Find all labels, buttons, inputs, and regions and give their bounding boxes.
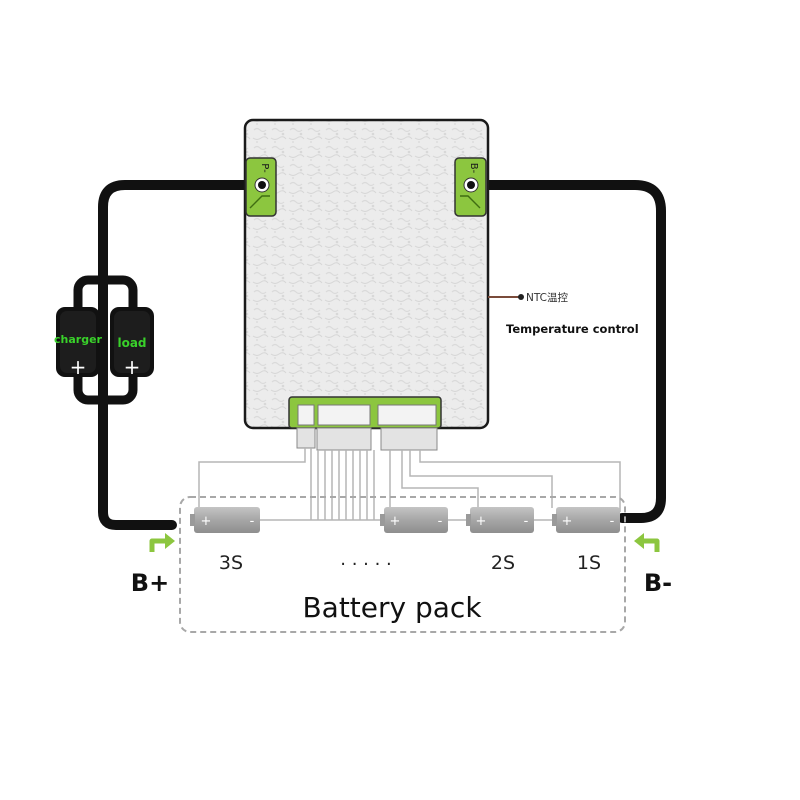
b-plus-arrowhead-icon <box>165 533 175 549</box>
bms-board <box>243 118 524 451</box>
charger-device: charger + <box>54 307 103 379</box>
battery-pack-outline <box>179 496 626 633</box>
b-minus-wire <box>470 180 666 523</box>
cell-3s <box>190 507 260 533</box>
charger-label: charger <box>54 333 103 346</box>
cell-3s-minus: - <box>250 514 255 529</box>
p-minus-wire <box>98 180 263 530</box>
cell-label-3s: 3S <box>219 552 243 574</box>
cell-a <box>380 507 448 533</box>
balance-connector <box>288 396 442 429</box>
b-plus-arrow-icon <box>149 538 168 552</box>
cell-1s-plus: + <box>562 514 573 529</box>
cell-a-plus: + <box>390 514 401 529</box>
cell-2s-minus: - <box>524 514 529 529</box>
b-minus-arrowhead-icon <box>634 533 644 549</box>
cell-2s-plus: + <box>476 514 487 529</box>
temperature-control-caption: Temperature control <box>506 322 639 336</box>
p-minus-label: P- <box>259 163 270 173</box>
cell-label-1s: 1S <box>577 552 601 574</box>
cell-1s-minus: - <box>610 514 615 529</box>
cell-a-minus: - <box>438 514 443 529</box>
b-minus-pad-label: B- <box>468 163 479 174</box>
charger-plus: + <box>70 355 87 379</box>
cell-ellipsis: . . . . . <box>340 549 392 570</box>
ntc-dot-icon <box>518 294 524 300</box>
cell-label-2s: 2S <box>491 552 515 574</box>
load-device: load + <box>110 307 154 379</box>
cells: + - + - + - + - <box>190 507 620 533</box>
b-minus-terminal-label: B- <box>644 569 672 597</box>
cell-2s <box>466 507 534 533</box>
b-minus-arrow-icon <box>641 538 660 552</box>
cell-1s <box>552 507 620 533</box>
p-minus-pad <box>245 157 277 217</box>
ntc-label: NTC温控 <box>526 291 568 304</box>
sense-wires <box>198 448 621 521</box>
load-plus: + <box>124 355 141 379</box>
battery-pack-label: Battery pack <box>302 591 482 624</box>
connector-plugs <box>296 427 438 451</box>
cell-3s-plus: + <box>201 514 212 529</box>
load-label: load <box>117 336 146 350</box>
main-wires <box>98 180 666 530</box>
b-minus-pad <box>454 157 487 217</box>
b-plus-terminal-label: B+ <box>131 569 169 597</box>
